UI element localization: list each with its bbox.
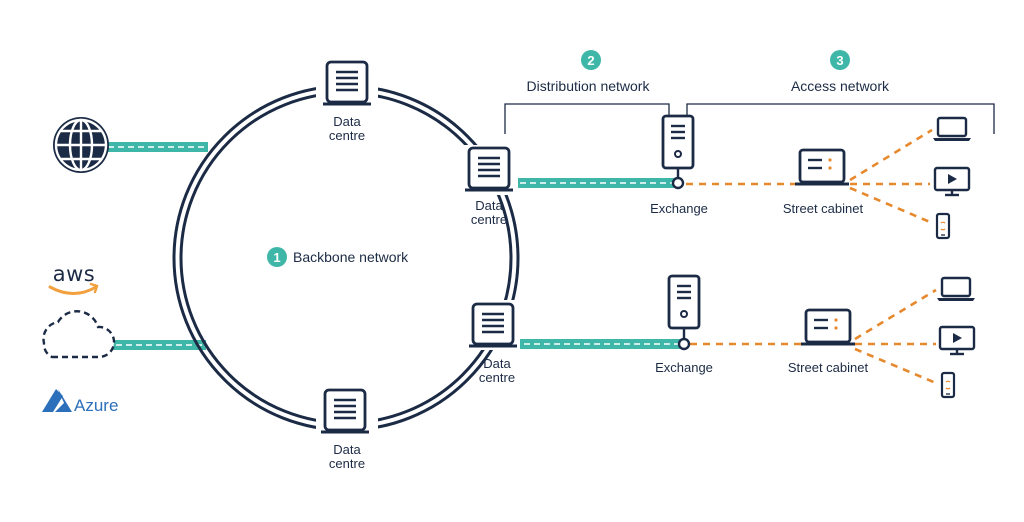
azure-logo-text: Azure [74, 396, 118, 415]
tv-icon [938, 325, 976, 356]
exchange-label: Exchange [655, 360, 713, 375]
data-centre-right-top: Data centre [463, 146, 515, 227]
internet-link [108, 142, 208, 152]
internet-source [53, 117, 109, 173]
exchange-2: Exchange [655, 274, 713, 375]
data-centre-top: Data centre [321, 60, 373, 143]
number-badge-2 [581, 50, 601, 70]
distribution-bracket [504, 103, 670, 134]
devices-top [931, 116, 973, 240]
server-icon [467, 302, 519, 348]
aws-logo-text: aws [53, 262, 96, 286]
street-cabinet-icon [793, 148, 851, 186]
street-cabinet-label: Street cabinet [788, 360, 869, 375]
data-centre-bottom: Data centre [319, 388, 371, 471]
data-centre-label-line1: Data [333, 114, 361, 129]
devices-bottom [935, 276, 977, 399]
aws-logo: aws [48, 262, 99, 295]
exchange-label: Exchange [650, 201, 708, 216]
data-centre-label-line2: centre [329, 128, 365, 143]
data-centre-label-line1: Data [483, 356, 511, 371]
street-cabinet-2: Street cabinet [788, 308, 869, 375]
data-centre-label-line1: Data [333, 442, 361, 457]
data-centre-right-bottom: Data centre [467, 302, 519, 385]
laptop-icon [931, 116, 973, 143]
number-badge-3 [830, 50, 850, 70]
aws-smile-icon [48, 285, 98, 295]
access-header: 3 Access network [686, 50, 995, 134]
teal-links [106, 142, 680, 350]
data-centre-label-line1: Data [475, 198, 503, 213]
cloud-source [42, 310, 116, 359]
number-badge-1 [267, 247, 287, 267]
svg-text:3: 3 [836, 53, 843, 68]
server-icon [321, 60, 373, 106]
node-dot-icon [677, 337, 691, 351]
dc-exchange-link-1 [510, 178, 676, 188]
laptop-icon [935, 276, 977, 303]
street-cabinet-icon [799, 308, 857, 346]
backbone-network-label: Backbone network [293, 249, 409, 265]
orange-links [686, 128, 937, 385]
street-cabinet-label: Street cabinet [783, 201, 864, 216]
phone-icon [940, 371, 956, 399]
access-network-label: Access network [791, 78, 890, 94]
distribution-header: 2 Distribution network [504, 50, 670, 134]
dc-exchange-link-2 [514, 339, 680, 349]
exchange-1: Exchange [650, 114, 708, 216]
cloud-link [106, 340, 206, 350]
svg-text:2: 2 [587, 53, 594, 68]
distribution-network-label: Distribution network [527, 78, 651, 94]
exchange-tower-icon [661, 114, 695, 170]
data-centre-label-line2: centre [329, 456, 365, 471]
azure-logo: Azure [42, 389, 118, 415]
server-icon [463, 146, 515, 192]
street-cabinet-1: Street cabinet [783, 148, 864, 216]
exchange-tower-icon [667, 274, 701, 330]
data-centre-label-line2: centre [471, 212, 507, 227]
tv-icon [933, 166, 971, 197]
azure-logo-icon [42, 389, 72, 412]
data-centre-label-line2: centre [479, 370, 515, 385]
cloud-icon [42, 310, 116, 359]
globe-icon [53, 117, 109, 173]
svg-text:1: 1 [273, 250, 280, 265]
node-dot-icon [671, 176, 685, 190]
phone-icon [935, 212, 951, 240]
backbone-label: 1 Backbone network [267, 247, 409, 267]
server-icon [319, 388, 371, 434]
